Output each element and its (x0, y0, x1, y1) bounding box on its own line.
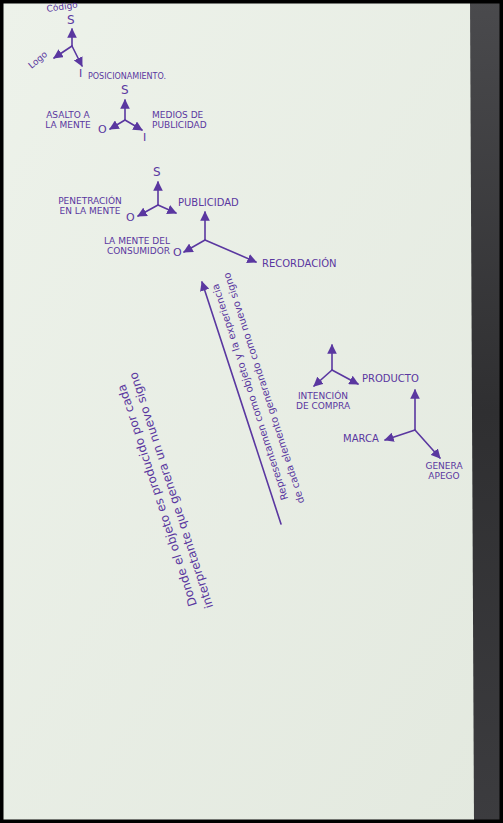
tripod-arm (125, 120, 142, 130)
tripod-label: PRODUCTO (362, 373, 419, 385)
sign-letter: O (126, 212, 135, 225)
tripod-label: POSICIONAMIENTO. (88, 72, 166, 81)
tripod-arm (124, 100, 126, 120)
tripod-label: Logo (26, 49, 49, 71)
tripod-label: PUBLICIDAD (178, 197, 239, 209)
tripod-label: RECORDACIÓN (262, 258, 337, 270)
tripod-arm (205, 240, 256, 262)
tripod-label: ASALTO A LA MENTE (44, 110, 92, 131)
sign-letter: S (121, 84, 129, 98)
tripod-arm (138, 205, 158, 216)
tripod-arm (72, 46, 82, 66)
tripod-label: GENERA APEGO (420, 461, 468, 482)
tripod-label: MARCA (343, 433, 379, 445)
tripod-label: MEDIOS DE PUBLICIDAD (152, 110, 224, 131)
tripod-arm (157, 182, 159, 205)
sign-letter: O (98, 124, 107, 137)
handwritten-note: interpretante que genera un nuevo signo (127, 370, 217, 610)
tripod-arm (331, 345, 333, 370)
sign-letter: I (143, 132, 146, 145)
title-word: Código (46, 0, 78, 14)
tripod-arm (54, 46, 72, 58)
tripod-arm (314, 370, 332, 386)
tripod-arm (332, 370, 358, 384)
handwritten-note: Representamen como objeto y la experienc… (209, 282, 290, 501)
sign-letter: O (173, 247, 182, 260)
tripod-label: LA MENTE DEL CONSUMIDOR (74, 236, 170, 257)
tripod-arm (110, 120, 125, 129)
sign-letter: S (153, 166, 161, 180)
tripod-label: INTENCIÓN DE COMPRA (292, 391, 354, 412)
tripod-arm (184, 240, 205, 252)
tripod-arm (158, 205, 176, 213)
handwritten-note: de cada elemento generando como nuevo si… (221, 271, 307, 505)
tripod-arm (385, 430, 415, 440)
tripod-arm (204, 212, 206, 240)
tripod-arm (71, 29, 73, 46)
background-cloth (470, 0, 503, 823)
sign-letter: I (79, 68, 82, 81)
handwritten-note: Donde el objeto es producido por cada (115, 382, 200, 608)
tripod-label: PENETRACIÓN EN LA MENTE (52, 196, 128, 217)
tripod-arm (414, 390, 416, 430)
tripod-arm (415, 430, 440, 458)
sign-letter: S (67, 14, 75, 28)
